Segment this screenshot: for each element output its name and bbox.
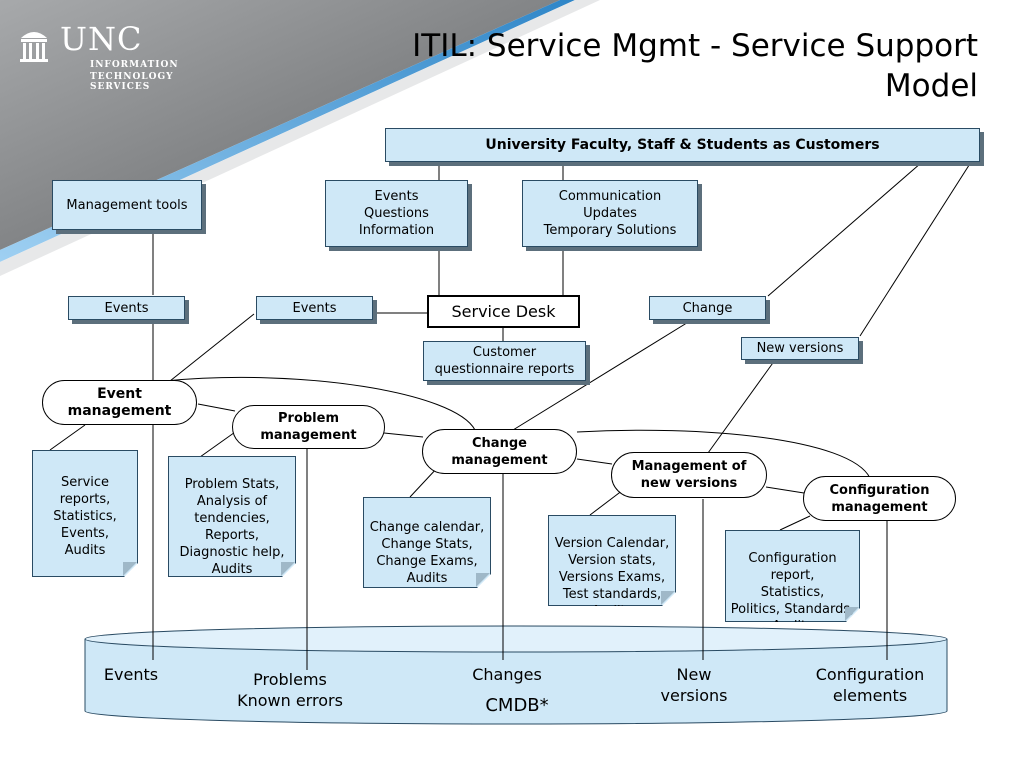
problem-stats-note-text: Problem Stats, Analysis of tendencies, R…	[179, 477, 285, 577]
new-versions-label: New versions	[741, 337, 859, 360]
unc-logo: UNC INFORMATION TECHNOLOGY SERVICES	[18, 20, 228, 92]
event-management-process: Event management	[42, 380, 197, 425]
old-well-icon	[20, 32, 48, 62]
cmdb-new-versions: New versions	[660, 665, 728, 705]
change-calendar-note: Change calendar, Change Stats, Change Ex…	[363, 497, 491, 588]
problem-stats-note: Problem Stats, Analysis of tendencies, R…	[168, 456, 296, 577]
logo-wordmark: UNC	[60, 20, 143, 58]
configuration-report-note-text: Configuration report, Statistics, Politi…	[730, 551, 855, 634]
service-desk-box: Service Desk	[427, 295, 580, 328]
customers-box: University Faculty, Staff & Students as …	[385, 128, 980, 162]
cmdb-changes: Changes	[472, 665, 542, 684]
new-versions-management-process: Management of new versions	[611, 452, 767, 498]
cmdb-cylinder	[84, 625, 948, 725]
problem-management-process: Problem management	[232, 405, 385, 449]
service-reports-note: Service reports, Statistics, Events, Aud…	[32, 450, 138, 577]
customer-reports-box: Customer questionnaire reports	[423, 341, 586, 381]
cmdb-configuration: Configuration elements	[815, 665, 925, 705]
change-management-process: Change management	[422, 429, 577, 474]
change-label: Change	[649, 296, 766, 320]
service-reports-note-text: Service reports, Statistics, Events, Aud…	[53, 475, 117, 558]
cmdb-problems: Problems Known errors	[237, 670, 343, 710]
configuration-management-process: Configuration management	[803, 476, 956, 521]
logo-subtitle-line1: INFORMATION	[90, 60, 179, 70]
page-title: ITIL: Service Mgmt - Service Support Mod…	[412, 28, 978, 104]
management-tools-box: Management tools	[52, 180, 202, 230]
events-questions-box: Events Questions Information	[325, 180, 468, 247]
logo-subtitle-line2: TECHNOLOGY SERVICES	[90, 72, 174, 92]
change-calendar-note-text: Change calendar, Change Stats, Change Ex…	[369, 520, 485, 586]
communication-box: Communication Updates Temporary Solution…	[522, 180, 698, 247]
cmdb-name: CMDB*	[485, 695, 549, 716]
configuration-report-note: Configuration report, Statistics, Politi…	[725, 530, 860, 622]
cmdb-events: Events	[103, 665, 159, 684]
events-label-left: Events	[68, 296, 185, 320]
events-label-middle: Events	[256, 296, 373, 320]
